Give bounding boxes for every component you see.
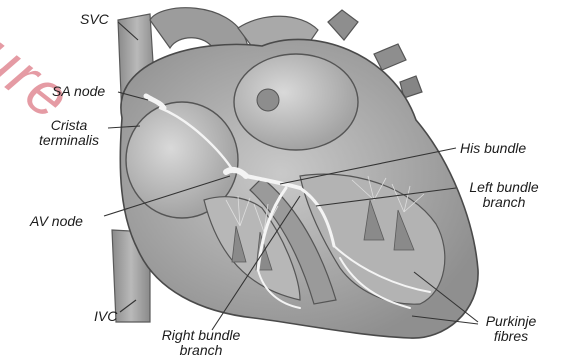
label-purkinje-line-1: Purkinje	[472, 314, 550, 329]
label-left-bundle-branch: Left bundle branch	[456, 180, 552, 210]
label-av-node: AV node	[30, 214, 83, 229]
label-left-bundle-line-1: Left bundle	[456, 180, 552, 195]
label-his-bundle: His bundle	[460, 141, 526, 156]
label-ivc: IVC	[94, 309, 117, 324]
label-right-bundle-branch: Right bundle branch	[146, 328, 256, 358]
label-svc: SVC	[80, 12, 109, 27]
label-crista-line-2: terminalis	[24, 133, 114, 148]
label-left-bundle-line-2: branch	[456, 195, 552, 210]
label-crista-terminalis: Crista terminalis	[24, 118, 114, 148]
left-atrium	[234, 54, 358, 150]
aorta-branch-1	[328, 10, 358, 40]
label-right-bundle-line-2: branch	[146, 343, 256, 358]
aorta-branch-2	[374, 44, 406, 70]
label-right-bundle-line-1: Right bundle	[146, 328, 256, 343]
label-sa-node: SA node	[52, 84, 105, 99]
label-purkinje-fibres: Purkinje fibres	[472, 314, 550, 344]
label-purkinje-line-2: fibres	[472, 329, 550, 344]
pulmonary-vein-opening	[257, 89, 279, 111]
label-crista-line-1: Crista	[24, 118, 114, 133]
